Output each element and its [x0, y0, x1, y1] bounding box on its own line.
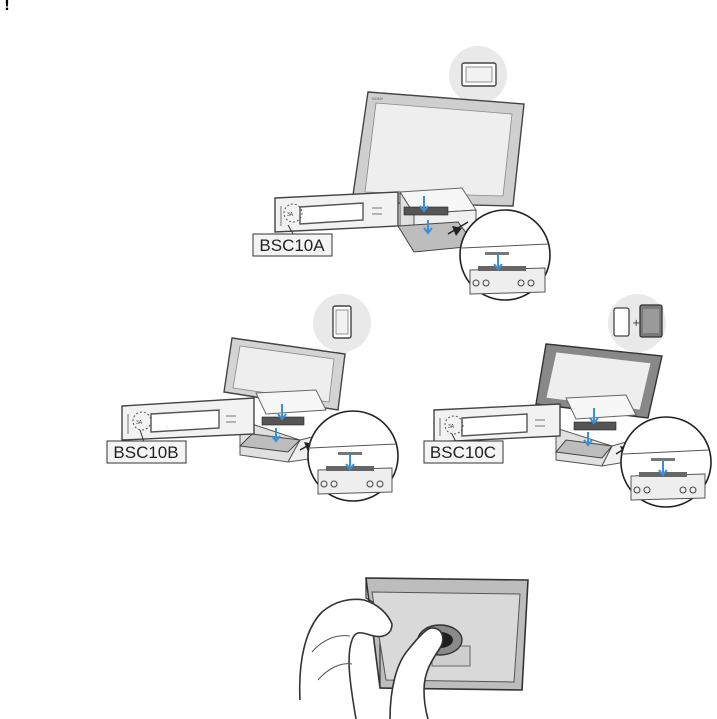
model-label-text: BSC10A [259, 236, 325, 255]
model-label-text: BSC10C [430, 443, 496, 462]
dock-cover-plate: 3A [122, 398, 254, 440]
panel-bsc10c: + 3A BSC10C [424, 294, 711, 507]
tablet-device: SONY [352, 92, 524, 206]
zoom-callout [616, 417, 711, 507]
panel-bsc10a: SONY 3A BSC10A [253, 46, 550, 300]
model-label-text: BSC10B [113, 443, 178, 462]
svg-text:3A: 3A [287, 212, 294, 218]
phone-plus-tablet-bubble-icon: + [608, 294, 666, 360]
dock-bottom-release-illustration [300, 578, 528, 719]
svg-text:SONY: SONY [372, 96, 384, 101]
svg-text:+: + [632, 318, 640, 329]
zoom-callout [300, 411, 398, 501]
dock-cover-plate: 3A [275, 192, 398, 232]
svg-text:3A: 3A [136, 420, 143, 426]
svg-text:3A: 3A [448, 424, 455, 430]
panel-bsc10b: 3A BSC10B [107, 294, 398, 501]
